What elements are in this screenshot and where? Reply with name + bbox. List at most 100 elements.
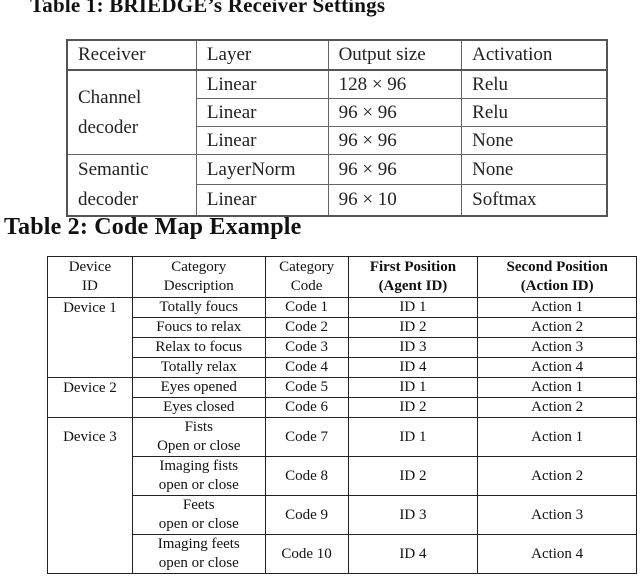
table1-layer-cell: Linear — [195, 69, 329, 99]
table2-row: Foucs to relax Code 2 ID 2 Action 2 — [48, 317, 637, 338]
table1-layer-cell: Linear — [195, 98, 329, 127]
category-code-cell: Code 2 — [264, 317, 349, 338]
table1-output-cell: 96 × 96 — [327, 126, 463, 155]
table1-output-cell: 96 × 96 — [327, 153, 463, 186]
table1-group-label: Channel decoder — [66, 69, 197, 155]
table1-header-layer: Layer — [195, 39, 329, 71]
table1-layer-cell: Linear — [195, 184, 329, 217]
table1-header-receiver: Receiver — [66, 39, 197, 71]
category-code-cell: Code 9 — [264, 495, 349, 535]
table1-row: Linear 96 × 10 Softmax — [67, 184, 608, 217]
table1-output-cell: 128 × 96 — [327, 69, 463, 99]
category-code-cell: Code 10 — [264, 534, 349, 574]
table1-row: Linear 96 × 96 None — [67, 126, 608, 155]
table2-header-second-position: Second Position (Action ID) — [477, 256, 637, 298]
table1-layer-cell: Linear — [195, 126, 329, 155]
header-line: (Action ID) — [520, 278, 594, 294]
table1-header-activation: Activation — [461, 39, 608, 71]
action-id-cell: Action 2 — [477, 397, 637, 418]
category-description-cell: Totally foucs — [131, 297, 266, 318]
category-description-cell: Eyes closed — [131, 397, 266, 418]
action-id-cell: Action 2 — [477, 317, 637, 338]
table1-header-row: Receiver Layer Output size Activation — [66, 39, 608, 71]
table1-caption: Table 1: BRIEDGE’s Receiver Settings — [30, 0, 386, 17]
device-id-cell: Device 2 — [47, 377, 133, 418]
device-id-cell: Device 3 — [47, 417, 133, 574]
agent-id-cell: ID 1 — [347, 297, 479, 318]
header-line: Category — [279, 259, 335, 275]
action-id-cell: Action 1 — [477, 417, 637, 457]
description-line: Imaging feets — [157, 536, 240, 552]
category-description-cell: Eyes opened — [131, 377, 266, 398]
category-code-cell: Code 4 — [264, 357, 349, 378]
description-line: open or close — [158, 516, 239, 532]
header-line: Code — [290, 278, 323, 294]
description-line: Imaging fists — [159, 458, 239, 474]
table2-caption: Table 2: Code Map Example — [4, 214, 302, 240]
category-description-cell: Foucs to relax — [131, 317, 266, 338]
group-label-line: Channel — [78, 86, 142, 108]
action-id-cell: Action 4 — [477, 357, 637, 378]
category-code-cell: Code 6 — [264, 397, 349, 418]
agent-id-cell: ID 2 — [347, 397, 479, 418]
table1-output-cell: 96 × 96 — [327, 98, 463, 127]
receiver-settings-table: Receiver Layer Output size Activation Ch… — [66, 39, 608, 217]
category-description-cell: Relax to focus — [131, 337, 266, 358]
agent-id-cell: ID 4 — [347, 534, 479, 574]
table1-row: Channel decoder Linear 128 × 96 Relu — [66, 69, 608, 155]
table1-activation-cell: Softmax — [461, 184, 608, 217]
table2-row: Device 2 Eyes opened Code 5 ID 1 Action … — [47, 377, 637, 418]
description-line: open or close — [158, 555, 239, 571]
group-label-line: decoder — [78, 189, 139, 210]
table1-group-label: Semantic decoder — [66, 154, 197, 217]
table1-activation-cell: None — [461, 126, 608, 155]
category-code-cell: Code 7 — [264, 417, 349, 457]
device-id-cell: Device 1 — [47, 297, 133, 378]
header-line: Second Position — [506, 259, 608, 275]
table1-row: Semantic decoder LayerNorm 96 × 96 None — [66, 153, 608, 217]
action-id-cell: Action 1 — [477, 297, 637, 318]
agent-id-cell: ID 3 — [347, 495, 479, 535]
table2-row: Device 1 Totally foucs Code 1 ID 1 Actio… — [47, 297, 637, 378]
agent-id-cell: ID 3 — [347, 337, 479, 358]
agent-id-cell: ID 4 — [347, 357, 479, 378]
header-line: Description — [163, 278, 234, 294]
category-code-cell: Code 1 — [264, 297, 349, 318]
action-id-cell: Action 3 — [477, 495, 637, 535]
category-description-cell: Imaging feets open or close — [131, 534, 266, 574]
table1-row: Linear 96 × 96 Relu — [67, 98, 608, 127]
table2-row: Relax to focus Code 3 ID 3 Action 3 — [48, 337, 637, 358]
table2-row: Totally relax Code 4 ID 4 Action 4 — [48, 357, 637, 378]
action-id-cell: Action 3 — [477, 337, 637, 358]
action-id-cell: Action 2 — [477, 456, 637, 496]
header-line: ID — [82, 278, 98, 294]
table2-header-first-position: First Position (Agent ID) — [347, 256, 479, 298]
header-line: Device — [68, 259, 112, 275]
header-line: (Agent ID) — [378, 278, 448, 294]
category-description-cell: Totally relax — [131, 357, 266, 378]
group-label-line: Semantic — [78, 159, 149, 180]
header-line: First Position — [369, 259, 457, 275]
agent-id-cell: ID 1 — [347, 377, 479, 398]
table1-header-output-size: Output size — [327, 39, 463, 71]
table1-activation-cell: Relu — [461, 98, 608, 127]
action-id-cell: Action 1 — [477, 377, 637, 398]
table1-layer-cell: LayerNorm — [195, 153, 329, 186]
table1-output-cell: 96 × 10 — [327, 184, 463, 217]
category-code-cell: Code 5 — [264, 377, 349, 398]
agent-id-cell: ID 2 — [347, 317, 479, 338]
group-label-line: decoder — [78, 116, 139, 138]
table2-row: Eyes closed Code 6 ID 2 Action 2 — [48, 397, 637, 418]
table1-activation-cell: None — [461, 153, 608, 186]
table1-activation-cell: Relu — [461, 69, 608, 99]
